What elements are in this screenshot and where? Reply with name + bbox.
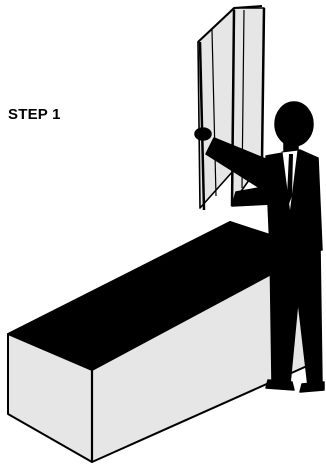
person-hand xyxy=(195,128,211,140)
